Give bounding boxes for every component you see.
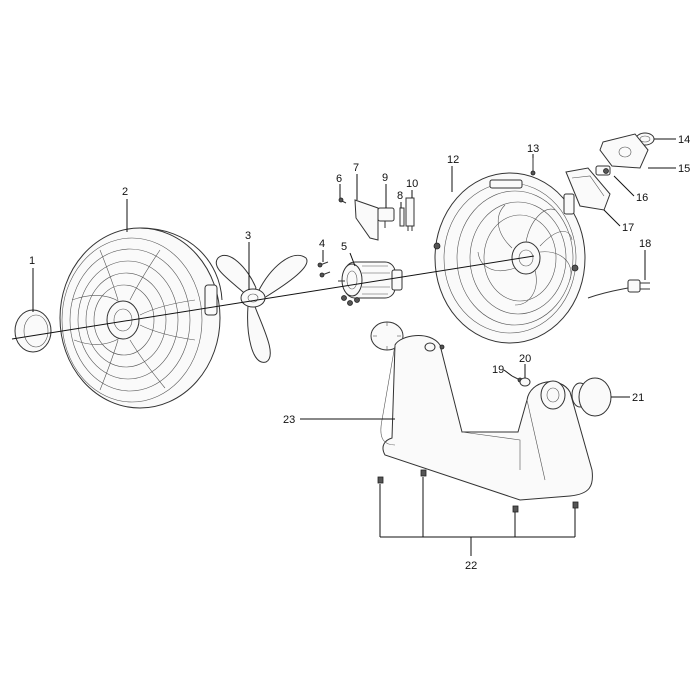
callout-13: 13	[527, 143, 539, 155]
callout-3: 3	[245, 230, 251, 242]
rear-grille	[433, 172, 586, 344]
front-grille	[59, 227, 223, 409]
capacitor-9	[377, 207, 395, 228]
switch-16	[595, 165, 611, 176]
screw-6	[338, 197, 347, 204]
front-center-cap	[14, 309, 52, 353]
callout-20: 20	[519, 353, 531, 365]
callout-21: 21	[632, 392, 644, 404]
callout-16: 16	[636, 192, 648, 204]
callout-labels: 1 2 3 4 5 6 7 8 9 10 12 13 14 15 16 17 1…	[29, 134, 690, 572]
callout-7: 7	[353, 162, 359, 174]
bracket-7	[354, 199, 379, 241]
assembly-axis-line	[11, 255, 535, 340]
callout-2: 2	[122, 186, 128, 198]
callout-23: 23	[283, 414, 295, 426]
fan-blade	[215, 254, 308, 363]
callout-18: 18	[639, 238, 651, 250]
clip-8	[399, 207, 405, 227]
switch-10	[405, 197, 415, 231]
motor-screws	[317, 261, 331, 278]
callout-22: 22	[465, 560, 477, 572]
callout-17: 17	[622, 222, 634, 234]
callout-14: 14	[678, 134, 690, 146]
callout-9: 9	[382, 172, 388, 184]
screw-13	[530, 158, 536, 176]
speed-dial-label	[370, 321, 404, 351]
callout-8: 8	[397, 190, 403, 202]
side-cap-21	[578, 377, 612, 417]
callout-10: 10	[406, 178, 418, 190]
base-stand-23	[380, 335, 593, 501]
callout-5: 5	[341, 241, 347, 253]
control-cover-15	[599, 133, 649, 169]
washer-20	[519, 377, 531, 387]
callout-19: 19	[492, 364, 504, 376]
callout-1: 1	[29, 255, 35, 267]
motor	[338, 261, 403, 306]
callout-12: 12	[447, 154, 459, 166]
power-cord-18	[587, 279, 650, 299]
callout-6: 6	[336, 173, 342, 185]
callout-15: 15	[678, 163, 690, 175]
leader-lines	[32, 138, 676, 556]
control-housing-17	[565, 167, 611, 211]
callout-4: 4	[319, 238, 325, 250]
